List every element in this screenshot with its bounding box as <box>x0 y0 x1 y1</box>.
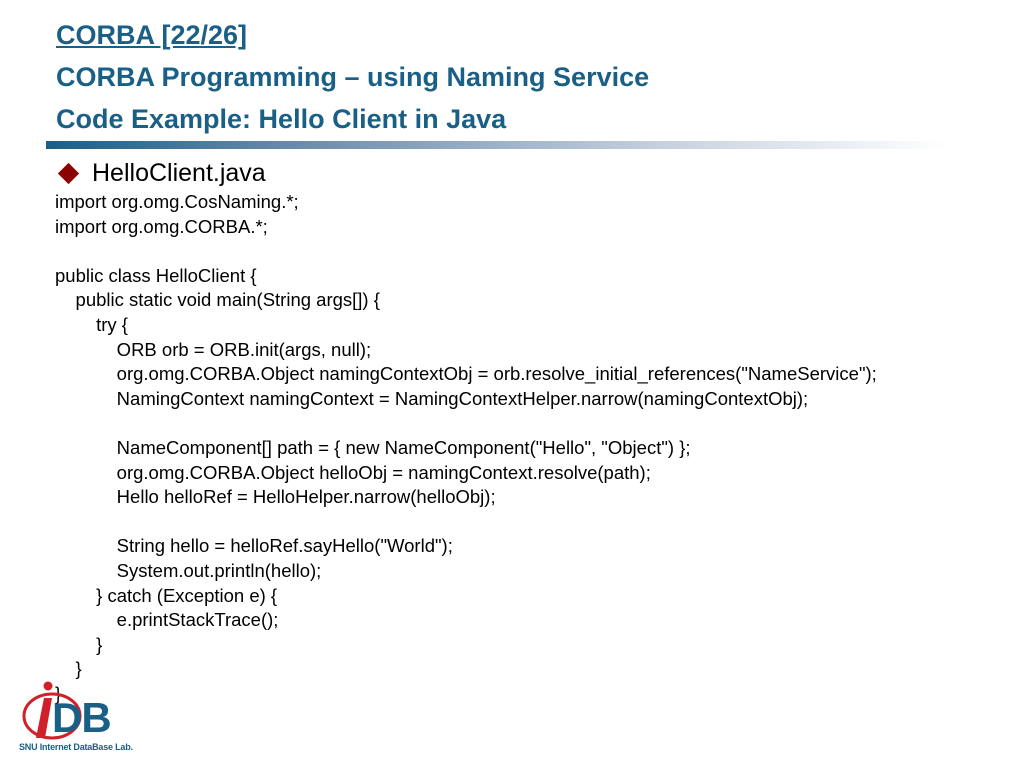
title-line-2: CORBA Programming – using Naming Service <box>56 62 650 92</box>
code-line: org.omg.CORBA.Object helloObj = namingCo… <box>55 461 651 483</box>
title-line-3: Code Example: Hello Client in Java <box>56 104 507 134</box>
code-line: System.out.println(hello); <box>55 559 322 581</box>
title-line-1: CORBA [22/26] <box>56 20 248 50</box>
code-line: import org.omg.CORBA.*; <box>55 215 268 237</box>
code-line: public static void main(String args[]) { <box>55 289 380 311</box>
code-line: String hello = helloRef.sayHello("World"… <box>55 535 453 557</box>
code-line <box>55 411 877 436</box>
slide-title: CORBA [22/26] CORBA Programming – using … <box>56 14 649 140</box>
code-line <box>55 239 877 264</box>
idb-logo-icon <box>22 681 82 740</box>
code-line: public class HelloClient { <box>55 264 257 286</box>
code-line: } <box>55 658 82 680</box>
bullet-item: HelloClient.java <box>57 157 266 189</box>
code-line: Hello helloRef = HelloHelper.narrow(hell… <box>55 486 496 508</box>
logo-caption: SNU Internet DataBase Lab. <box>19 742 133 752</box>
code-line <box>55 510 877 535</box>
diamond-bullet-icon <box>57 162 80 184</box>
title-divider <box>46 141 946 149</box>
logo-mark: DB <box>52 694 112 741</box>
code-line: } <box>55 633 103 655</box>
code-line: import org.omg.CosNaming.*; <box>55 191 299 212</box>
bullet-text: HelloClient.java <box>92 158 266 187</box>
code-line: org.omg.CORBA.Object namingContextObj = … <box>55 363 877 385</box>
code-line: NamingContext namingContext = NamingCont… <box>55 387 809 409</box>
code-line: } <box>55 682 62 704</box>
code-line: } catch (Exception e) { <box>55 584 278 606</box>
code-line: NameComponent[] path = { new NameCompone… <box>55 436 691 458</box>
code-line: ORB orb = ORB.init(args, null); <box>55 338 372 360</box>
code-block: import org.omg.CosNaming.*; import org.om… <box>55 190 877 706</box>
code-line: try { <box>55 313 128 335</box>
code-line: e.printStackTrace(); <box>55 609 279 631</box>
